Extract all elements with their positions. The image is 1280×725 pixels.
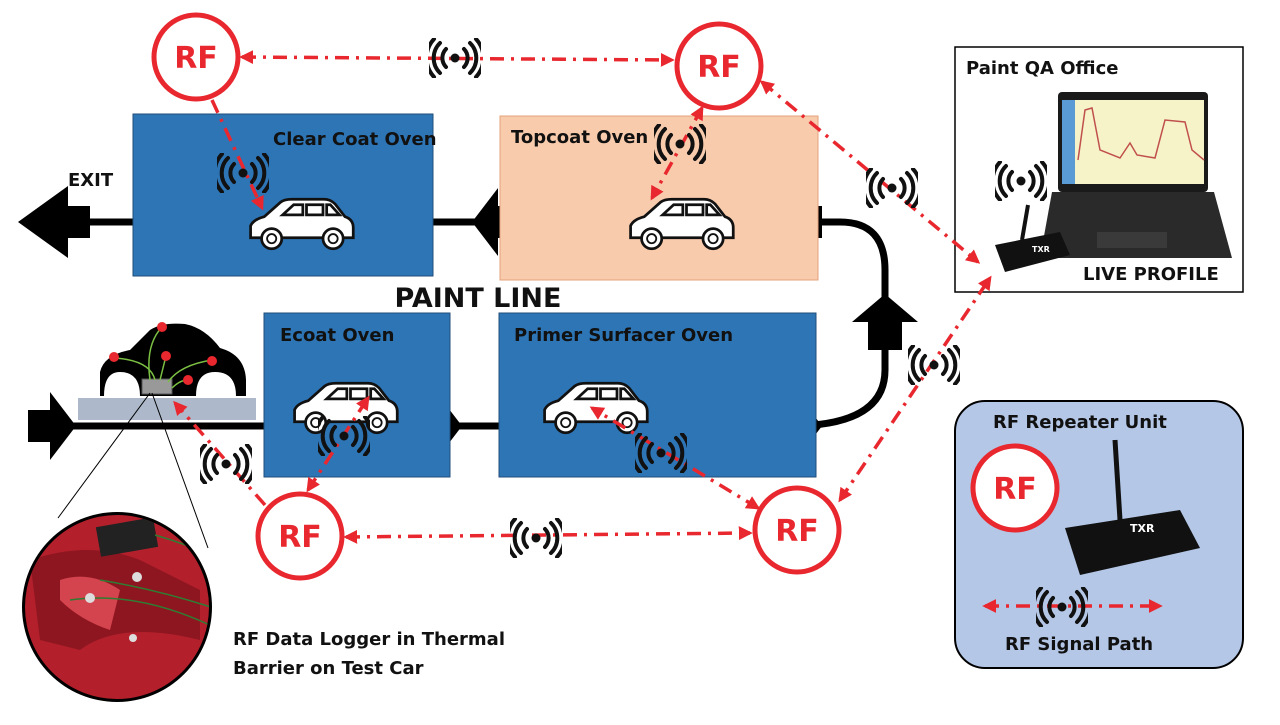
data-logger-photo — [22, 512, 212, 702]
logger-caption-line2: Barrier on Test Car — [233, 658, 424, 679]
wireless-signal-icon — [429, 38, 481, 78]
svg-text:RF: RF — [775, 514, 819, 549]
svg-text:RF: RF — [174, 41, 218, 76]
primer-surfacer-oven-title: Primer Surfacer Oven — [514, 325, 733, 346]
rf-node: RF — [255, 491, 345, 581]
transmitter-icon: TXR — [1065, 439, 1200, 575]
svg-text:TXR: TXR — [1032, 245, 1050, 254]
wireless-signal-icon — [510, 518, 562, 558]
wireless-signal-icon — [908, 345, 960, 385]
transmitter-icon: TXR — [995, 204, 1070, 272]
svg-text:RF: RF — [697, 50, 741, 85]
rf-node: RF — [752, 485, 842, 575]
svg-text:RF: RF — [278, 520, 322, 555]
repeater-title: RF Repeater Unit — [993, 412, 1167, 433]
topcoat-oven-title: Topcoat Oven — [511, 127, 648, 148]
exit-label: EXIT — [68, 170, 114, 191]
svg-text:RF: RF — [993, 472, 1037, 507]
laptop-icon — [1040, 92, 1232, 258]
rf-signal-paths — [173, 50, 992, 544]
office-title: Paint QA Office — [966, 58, 1118, 79]
test-car — [57, 322, 256, 549]
rf-node: RF — [970, 443, 1060, 533]
logger-caption-line1: RF Data Logger in Thermal — [233, 629, 505, 650]
rf-node: RF — [674, 21, 764, 111]
clear-coat-oven-title: Clear Coat Oven — [273, 129, 437, 150]
wireless-signal-icon — [200, 444, 252, 484]
svg-text:TXR: TXR — [1130, 522, 1155, 535]
page-title: PAINT LINE — [395, 283, 562, 314]
clear-coat-oven — [132, 113, 434, 277]
live-profile-label: LIVE PROFILE — [1083, 264, 1219, 285]
ecoat-oven-title: Ecoat Oven — [280, 325, 394, 346]
rf-node: RF — [151, 12, 241, 102]
wireless-signal-icon — [866, 168, 918, 208]
signal-path-label: RF Signal Path — [1005, 634, 1153, 655]
